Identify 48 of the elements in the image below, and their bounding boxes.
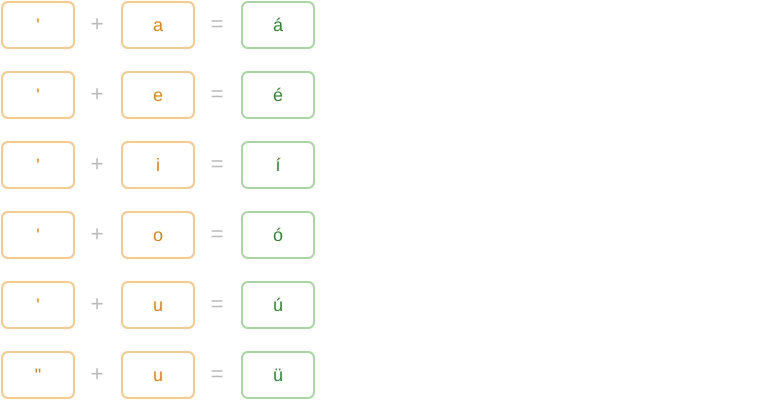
- equals-sign: =: [210, 220, 224, 248]
- character-text: ó: [272, 224, 283, 246]
- result-box: [241, 351, 315, 399]
- result-box: [241, 281, 315, 329]
- character-text: é: [272, 84, 283, 106]
- result-box: [241, 141, 315, 189]
- character-text: ': [36, 14, 40, 36]
- input-box: [1, 351, 75, 399]
- result-box: [241, 211, 315, 259]
- result-box: [241, 1, 315, 49]
- input-box: [1, 141, 75, 189]
- character-text: ': [36, 154, 40, 176]
- equals-sign: =: [210, 10, 224, 38]
- input-box: [121, 1, 195, 49]
- character-text: u: [152, 294, 163, 316]
- character-text: í: [275, 154, 280, 176]
- character-text: e: [152, 84, 163, 106]
- result-box: [241, 71, 315, 119]
- plus-sign: +: [90, 220, 104, 248]
- input-box: [1, 211, 75, 259]
- plus-sign: +: [90, 360, 104, 388]
- character-text: i: [156, 154, 160, 176]
- character-text: ": [34, 364, 42, 386]
- character-text: ü: [272, 364, 283, 386]
- character-text: ': [36, 84, 40, 106]
- input-box: [121, 281, 195, 329]
- equals-sign: =: [210, 80, 224, 108]
- character-text: ': [36, 224, 40, 246]
- plus-sign: +: [90, 290, 104, 318]
- equals-sign: =: [210, 290, 224, 318]
- plus-sign: +: [90, 10, 104, 38]
- input-box: [121, 71, 195, 119]
- character-text: a: [152, 14, 163, 36]
- input-box: [121, 141, 195, 189]
- character-text: á: [272, 14, 283, 36]
- character-text: o: [152, 224, 163, 246]
- equals-sign: =: [210, 150, 224, 178]
- input-box: [121, 351, 195, 399]
- input-box: [121, 211, 195, 259]
- input-box: [1, 281, 75, 329]
- input-box: [1, 1, 75, 49]
- character-text: ú: [272, 294, 283, 316]
- input-box: [1, 71, 75, 119]
- plus-sign: +: [90, 150, 104, 178]
- character-text: ': [36, 294, 40, 316]
- plus-sign: +: [90, 80, 104, 108]
- equals-sign: =: [210, 360, 224, 388]
- character-text: u: [152, 364, 163, 386]
